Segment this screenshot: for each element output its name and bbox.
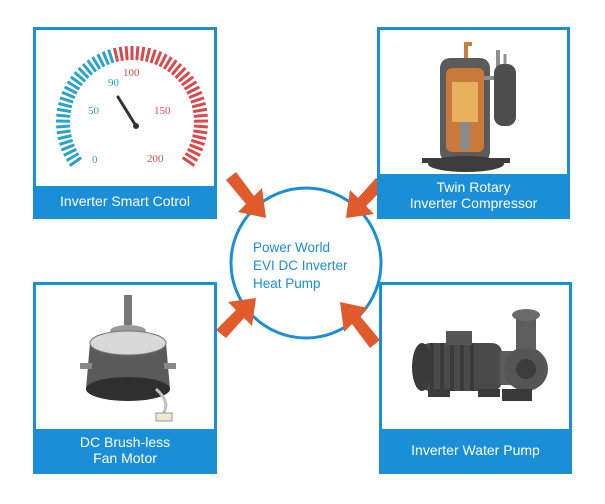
gauge-tick (124, 46, 129, 61)
gauge-tick (154, 51, 163, 66)
card-fan-motor-label-line-2: Fan Motor (93, 450, 157, 466)
gauge-label-0: 0 (92, 154, 98, 166)
gauge-tick (56, 124, 71, 129)
gauge-tick (193, 124, 208, 129)
gauge-tick (190, 138, 206, 146)
gauge-tick (190, 96, 205, 104)
gauge-tick (81, 62, 94, 76)
gauge-tick (91, 56, 102, 70)
gauge-tick (112, 47, 120, 63)
gauge-tick (149, 49, 157, 64)
card-smart-control: 0 50 90 100 150 200 Inverter Smart Cotro… (33, 27, 217, 219)
card-fan-motor-label-line-1: DC Brush-less (79, 434, 171, 450)
center-line-3: Heat Pump (253, 276, 321, 291)
gauge-tick (73, 71, 87, 83)
center-circle (229, 186, 383, 340)
gauge-tick (101, 51, 110, 66)
center-line-2: EVI DC Inverter (253, 258, 348, 273)
gauge-image: 0 50 90 100 150 200 (55, 46, 209, 167)
gauge-tick (86, 59, 98, 73)
center-line-1: Power World (253, 240, 331, 255)
card-fan-motor-label: DC Brush-less Fan Motor (36, 429, 214, 471)
gauge-tick (187, 147, 201, 157)
card-compressor-label-line-2: Inverter Compressor (409, 195, 538, 211)
gauge-tick (181, 156, 196, 167)
gauge-tick (162, 56, 173, 70)
gauge-tick (183, 80, 198, 91)
gauge-tick (158, 53, 168, 68)
gauge-tick (180, 75, 195, 87)
arrow-bottom-right (340, 302, 380, 348)
water-pump-image (412, 309, 548, 401)
gauge-needle (116, 95, 139, 129)
gauge-tick (188, 90, 203, 100)
gauge-tick (77, 66, 90, 79)
gauge-label-90: 90 (108, 77, 120, 89)
gauge-tick (174, 66, 187, 79)
gauge-tick (66, 80, 81, 91)
gauge-tick (107, 49, 115, 64)
card-smart-control-label-line-1: Inverter Smart Cotrol (60, 193, 190, 209)
center-title: Power World EVI DC Inverter Heat Pump (253, 239, 373, 293)
gauge-label-100: 100 (123, 67, 140, 79)
card-smart-control-label: Inverter Smart Cotrol (36, 186, 214, 216)
arrow-bottom-left (216, 298, 256, 338)
gauge-tick (57, 134, 72, 141)
gauge-tick (177, 71, 191, 83)
arrow-top-right (346, 178, 386, 218)
gauge-tick (184, 152, 199, 162)
gauge-tick (166, 59, 178, 73)
gauge-label-200: 200 (147, 153, 164, 165)
card-water-pump: Inverter Water Pump (379, 282, 572, 474)
gauge-tick (193, 129, 208, 135)
gauge-tick (193, 113, 208, 118)
gauge-tick (63, 147, 77, 157)
gauge-tick (56, 107, 72, 114)
gauge-tick (69, 75, 84, 87)
gauge-tick (58, 138, 74, 146)
gauge-tick (191, 102, 207, 109)
gauge-tick (118, 46, 124, 61)
gauge-tick (60, 143, 75, 152)
fan-motor-image (80, 295, 176, 422)
card-fan-motor: DC Brush-less Fan Motor (33, 282, 217, 474)
gauge-tick (56, 113, 71, 118)
gauge-tick (96, 53, 106, 68)
gauge-tick (186, 85, 201, 95)
gauge-tick (192, 107, 208, 114)
compressor-image (422, 42, 516, 172)
arrow-top-left (226, 172, 266, 218)
card-compressor-label-line-1: Twin Rotary (436, 179, 511, 195)
gauge-tick (63, 85, 78, 95)
gauge-tick (65, 152, 80, 162)
gauge-tick (192, 134, 207, 141)
gauge-tick (170, 62, 183, 76)
gauge-tick (61, 90, 76, 100)
gauge-tick (140, 46, 146, 61)
gauge-label-50: 50 (88, 105, 100, 117)
card-compressor-label: Twin Rotary Inverter Compressor (380, 174, 567, 216)
gauge-tick (144, 47, 152, 63)
gauge-label-150: 150 (154, 105, 171, 117)
gauge-tick (56, 129, 71, 135)
gauge-tick (68, 156, 83, 167)
gauge-tick-marks (55, 46, 209, 167)
card-compressor: Twin Rotary Inverter Compressor (377, 27, 570, 219)
card-water-pump-label: Inverter Water Pump (382, 429, 569, 471)
gauge-tick (57, 102, 73, 109)
gauge-tick (59, 96, 74, 104)
card-water-pump-label-line-1: Inverter Water Pump (411, 442, 540, 458)
gauge-tick (189, 143, 204, 152)
gauge-tick (135, 46, 140, 61)
